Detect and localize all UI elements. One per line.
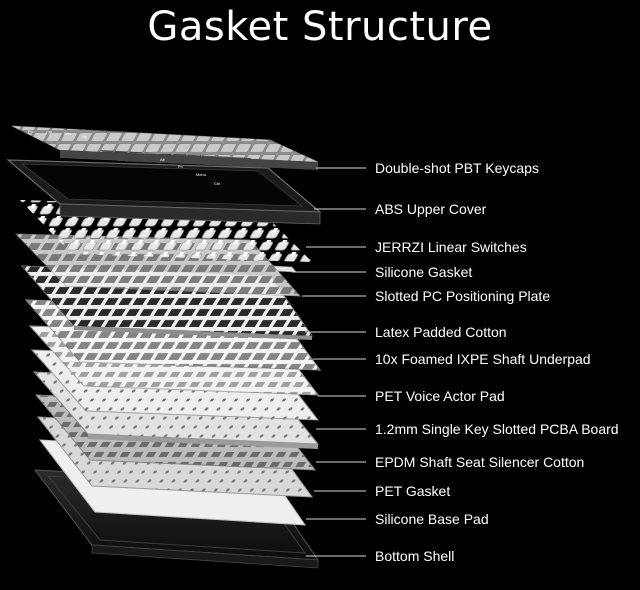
keycap-legend: Alt (82, 134, 88, 139)
label-silicone-base: Silicone Base Pad (375, 511, 489, 527)
label-silicone-gasket: Silicone Gasket (375, 264, 473, 280)
page-title: Gasket Structure (147, 4, 493, 50)
label-bottom-shell: Bottom Shell (375, 548, 455, 564)
keycap-legend: Win (64, 131, 71, 136)
label-pet-gasket: PET Gasket (375, 483, 451, 499)
keycap-legend: Fn (28, 129, 33, 134)
layer-upper-cover (6, 159, 322, 225)
keycap-legend: Alt (160, 157, 166, 162)
leader-lines (292, 167, 366, 557)
keycap-legend: Ctrl (46, 130, 52, 135)
label-pet-pad: PET Voice Actor Pad (375, 388, 505, 404)
label-upper-cover: ABS Upper Cover (375, 201, 487, 217)
label-plate: Slotted PC Positioning Plate (375, 288, 551, 304)
keycap-legend: Fn (178, 164, 183, 169)
label-switches: JERRZI Linear Switches (375, 239, 527, 255)
keycap-legend: Ctrl (214, 181, 220, 186)
label-latex-cotton: Latex Padded Cotton (375, 324, 507, 340)
label-ixpe: 10x Foamed IXPE Shaft Underpad (375, 351, 591, 367)
keycap-legend: Menu (196, 172, 206, 177)
label-epdm: EPDM Shaft Seat Silencer Cotton (375, 454, 585, 470)
label-pcba: 1.2mm Single Key Slotted PCBA Board (375, 421, 619, 437)
label-keycaps: Double-shot PBT Keycaps (375, 160, 539, 176)
